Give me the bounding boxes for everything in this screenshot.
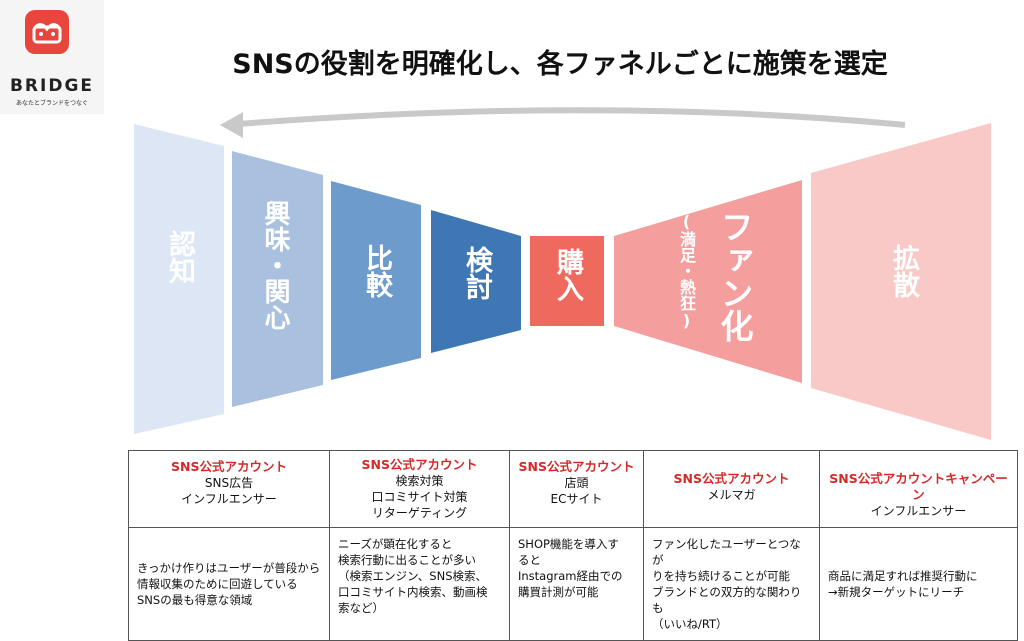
channel-heading: SNS公式アカウント bbox=[518, 459, 635, 474]
channel-heading: SNS公式アカウントキャンペーン bbox=[829, 471, 1008, 502]
channel-line: 口コミサイト対策 bbox=[371, 490, 468, 504]
stage-shape-4 bbox=[530, 236, 604, 326]
stage-label-consideration: 検討 bbox=[461, 246, 492, 300]
channel-cell: SNS公式アカウント メルマガ bbox=[643, 450, 820, 528]
return-arrow-head bbox=[220, 112, 243, 138]
stage-shape-6 bbox=[811, 123, 991, 440]
table-row-channels: SNS公式アカウント SNS広告 インフルエンサー SNS公式アカウント 検索対… bbox=[128, 450, 1018, 528]
channel-cell: SNS公式アカウント 検索対策 口コミサイト対策 リターゲティング bbox=[329, 450, 510, 528]
channel-line: 店頭 bbox=[564, 476, 589, 490]
stage-label-comparison: 比較 bbox=[361, 244, 392, 298]
description-cell: 商品に満足すれば推奨行動に →新規ターゲットにリーチ bbox=[819, 527, 1018, 641]
stage-shape-2 bbox=[331, 181, 421, 380]
stage-shape-5 bbox=[614, 180, 802, 383]
logo-badge-icon bbox=[25, 10, 69, 54]
stage-shape-1 bbox=[232, 151, 323, 407]
channel-line: インフルエンサー bbox=[870, 504, 967, 518]
description-cell: ニーズが顕在化すると 検索行動に出ることが多い （検索エンジン、SNS検索、 口… bbox=[329, 527, 510, 641]
logo-tagline: あなたとブランドをつなぐ bbox=[15, 100, 88, 107]
stage-label-purchase: 購入 bbox=[552, 248, 583, 302]
channel-heading: SNS公式アカウント bbox=[171, 459, 287, 474]
channel-cell: SNS公式アカウント 店頭 ECサイト bbox=[509, 450, 644, 528]
channel-line: メルマガ bbox=[707, 488, 756, 502]
channel-line: インフルエンサー bbox=[181, 492, 277, 506]
channel-heading: SNS公式アカウント bbox=[361, 457, 478, 472]
channel-line: ECサイト bbox=[550, 492, 603, 506]
stage-sublabel-fan: (満足・熱狂) bbox=[677, 212, 696, 330]
description-text: ファン化したユーザーとつなが りを持ち続けることが可能 ブランドとの双方的な関わ… bbox=[652, 537, 802, 631]
description-cell: きっかけ作りはユーザーが普段から 情報収集のために回遊している SNSの最も得意… bbox=[128, 527, 330, 641]
stage-label-awareness: 認知 bbox=[164, 230, 195, 284]
stage-label-interest: 興味・関心 bbox=[260, 200, 290, 330]
description-cell: SHOP機能を導入す ると Instagram経由での 購買計測が可能 bbox=[509, 527, 644, 641]
description-text: ニーズが顕在化すると 検索行動に出ることが多い （検索エンジン、SNS検索、 口… bbox=[338, 537, 488, 615]
description-text: きっかけ作りはユーザーが普段から 情報収集のために回遊している SNSの最も得意… bbox=[137, 561, 321, 607]
description-cell: ファン化したユーザーとつなが りを持ち続けることが可能 ブランドとの双方的な関わ… bbox=[643, 527, 820, 641]
measures-table: SNS公式アカウント SNS広告 インフルエンサー SNS公式アカウント 検索対… bbox=[128, 450, 1018, 641]
channel-cell: SNS公式アカウントキャンペーン インフルエンサー bbox=[819, 450, 1018, 528]
channel-heading: SNS公式アカウント bbox=[673, 471, 790, 486]
channel-cell: SNS公式アカウント SNS広告 インフルエンサー bbox=[128, 450, 330, 528]
return-arrow bbox=[237, 107, 906, 128]
page-title: SNSの役割を明確化し、各ファネルごとに施策を選定 bbox=[232, 49, 888, 80]
stage-label-spread: 拡散 bbox=[888, 244, 919, 298]
channel-line: 検索対策 bbox=[395, 474, 444, 488]
stage-label-fan: ファン化 bbox=[715, 210, 754, 342]
stage-shape-3 bbox=[431, 210, 521, 353]
description-text: 商品に満足すれば推奨行動に →新規ターゲットにリーチ bbox=[828, 569, 978, 599]
table-row-descriptions: きっかけ作りはユーザーが普段から 情報収集のために回遊している SNSの最も得意… bbox=[128, 527, 1018, 641]
logo-wordmark: BRIDGE bbox=[9, 76, 95, 96]
stage-label-fan-group: (満足・熱狂) ファン化 bbox=[670, 210, 760, 360]
stage-shape-0 bbox=[134, 124, 224, 434]
bridge-logo: BRIDGE あなたとブランドをつなぐ bbox=[0, 0, 104, 114]
channel-line: SNS広告 bbox=[204, 476, 254, 490]
description-text: SHOP機能を導入す ると Instagram経由での 購買計測が可能 bbox=[518, 537, 623, 599]
channel-line: リターゲティング bbox=[371, 506, 468, 520]
